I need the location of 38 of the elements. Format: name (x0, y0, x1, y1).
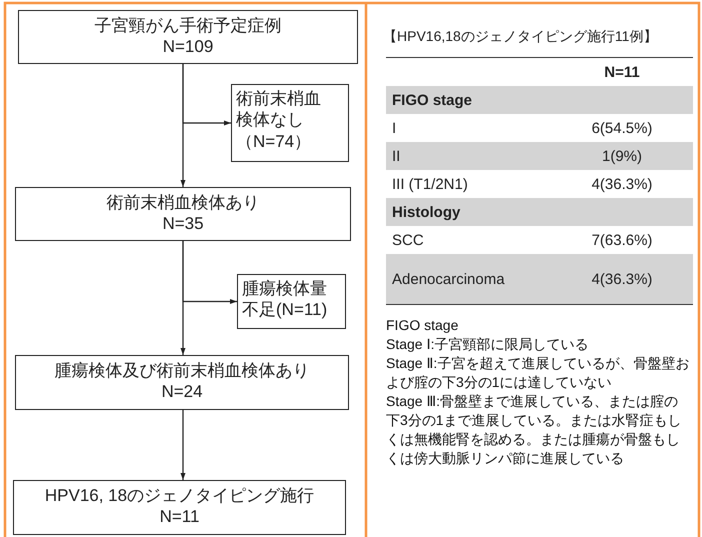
table-cell: 6(54.5%) (551, 114, 693, 142)
process-box (13, 480, 346, 535)
table-cell: 1(9%) (551, 142, 693, 170)
box-label: 腫瘍検体量不足(N=11) (242, 278, 328, 320)
exclusion-box (237, 274, 346, 329)
table-cell: II (386, 142, 551, 170)
count-label: （N=74） (236, 130, 312, 152)
note-text: Stage Ⅲ:骨盤壁まで進展している、または腟の下3分の1まで進展している。または水腎症もしくは無機能腎を認める。または腫瘍が骨盤もしくは傍大動脈リンパ節に進展している (386, 392, 683, 468)
table-cell: 4(36.3%) (551, 170, 693, 198)
note-text: Stage Ⅰ:子宮頸部に限局している (386, 335, 590, 354)
table-cell: I (386, 114, 551, 142)
table-cell: Adenocarcinoma (386, 254, 551, 304)
note-text: FIGO stage (386, 316, 460, 335)
section-header: FIGO stage (386, 86, 693, 114)
count-label: N=11 (158, 506, 200, 528)
box-label: 術前末梢血検体なし (236, 88, 322, 130)
box-label: 術前末梢血検体あり (106, 192, 260, 214)
table-cell: 7(63.6%) (551, 226, 693, 254)
arrow (180, 410, 186, 480)
exclusion-box (231, 84, 349, 162)
box-label: 子宮頸がん手術予定症例 (94, 15, 282, 36)
process-box (15, 355, 349, 410)
arrow (180, 64, 186, 187)
section-header: Histology (386, 198, 693, 226)
table-cell: III (T1/2N1) (386, 170, 551, 198)
box-label: HPV16, 18のジェノタイピング施行 (44, 485, 316, 506)
count-label: N=109 (162, 36, 214, 58)
box-label: 腫瘍検体及び術前末梢血検体あり (54, 360, 310, 382)
column-header: N=11 (551, 58, 693, 86)
process-box (18, 10, 358, 64)
table-cell: 4(36.3%) (551, 254, 693, 304)
table-title: 【HPV16,18のジェノタイピング施行11例】 (383, 28, 658, 46)
table-cell: SCC (386, 226, 551, 254)
arrow (180, 241, 186, 355)
note-text: Stage Ⅱ:子宮を超えて進展しているが、骨盤壁および腟の下3分の1には達していない (386, 354, 690, 392)
count-label: N=35 (161, 213, 205, 234)
process-box (15, 187, 351, 241)
count-label: N=24 (160, 381, 204, 402)
